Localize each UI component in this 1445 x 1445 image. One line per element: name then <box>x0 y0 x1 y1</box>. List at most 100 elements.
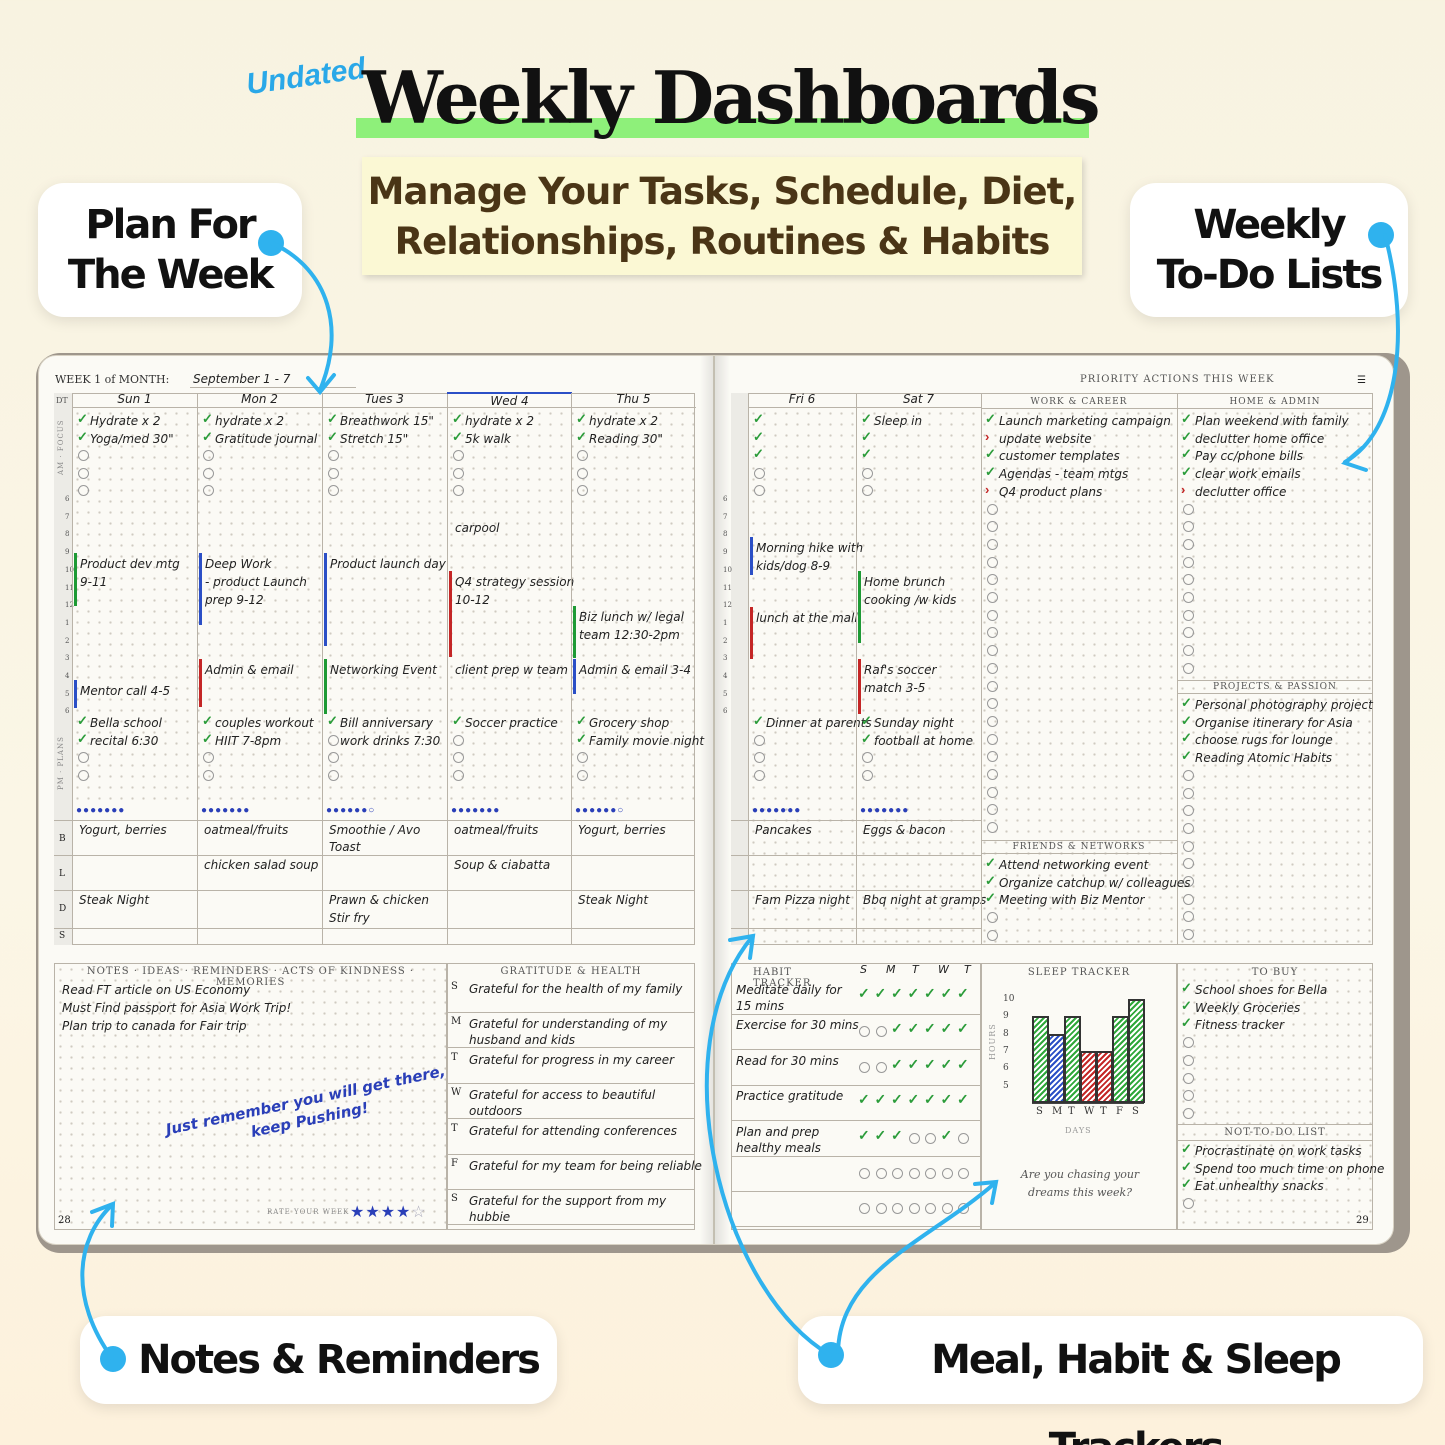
check-icon[interactable]: ✓ <box>1181 980 1192 995</box>
habit-check-icon[interactable]: ✓ <box>940 1091 953 1108</box>
water-drops-icon[interactable]: ●●●●●●○ <box>575 805 625 816</box>
checkbox-icon[interactable] <box>1183 769 1194 781</box>
checkbox-icon[interactable] <box>577 450 588 461</box>
habit-circle-icon[interactable] <box>908 1203 920 1215</box>
check-icon[interactable]: ✓ <box>576 428 587 444</box>
check-icon[interactable]: ✓ <box>985 890 996 906</box>
checkbox-icon[interactable] <box>1183 592 1194 603</box>
habit-circle-icon[interactable] <box>908 1168 920 1179</box>
checkbox-icon[interactable] <box>754 752 765 763</box>
day-header[interactable]: Wed 4 <box>447 392 572 408</box>
check-icon[interactable]: ✓ <box>576 713 587 728</box>
checkbox-icon[interactable] <box>1183 662 1194 674</box>
check-icon[interactable]: ✓ <box>1181 997 1192 1013</box>
checkbox-icon[interactable] <box>1183 1107 1194 1119</box>
habit-check-icon[interactable]: ✓ <box>940 985 953 1001</box>
check-icon[interactable]: ✓ <box>753 713 764 728</box>
water-drops-icon[interactable]: ●●●●●●● <box>451 805 501 816</box>
check-icon[interactable]: ✓ <box>202 428 213 444</box>
habit-check-icon[interactable]: ✓ <box>891 1055 903 1072</box>
checkbox-icon[interactable] <box>1183 1054 1194 1066</box>
habit-check-icon[interactable]: ✓ <box>940 1055 953 1072</box>
check-icon[interactable]: ✓ <box>861 428 872 444</box>
checkbox-icon[interactable] <box>577 485 588 496</box>
habit-check-icon[interactable]: ✓ <box>891 1020 903 1037</box>
checkbox-icon[interactable] <box>1183 556 1194 568</box>
check-icon[interactable]: ✓ <box>1181 712 1192 728</box>
checkbox-icon[interactable] <box>1183 645 1194 657</box>
checkbox-icon[interactable] <box>987 645 998 657</box>
checkbox-icon[interactable] <box>987 574 998 586</box>
checkbox-icon[interactable] <box>1183 521 1194 533</box>
check-icon[interactable]: ✓ <box>861 446 872 461</box>
water-drops-icon[interactable]: ●●●●●●● <box>752 805 802 816</box>
checkbox-icon[interactable] <box>754 734 765 746</box>
habit-check-icon[interactable]: ✓ <box>907 1020 920 1037</box>
checkbox-icon[interactable] <box>987 733 998 745</box>
checkbox-icon[interactable] <box>453 752 464 763</box>
habit-check-icon[interactable]: ✓ <box>924 1020 936 1037</box>
habit-circle-icon[interactable] <box>859 1026 870 1038</box>
checkbox-icon[interactable] <box>328 769 339 781</box>
star-icon[interactable]: ☆ <box>411 1204 427 1221</box>
checkbox-icon[interactable] <box>577 752 588 763</box>
checkbox-icon[interactable] <box>577 769 588 781</box>
habit-check-icon[interactable]: ✓ <box>891 1126 903 1143</box>
checkbox-icon[interactable] <box>987 769 998 780</box>
habit-check-icon[interactable]: ✓ <box>874 1126 887 1143</box>
arrow-right-icon[interactable]: › <box>1181 481 1186 497</box>
checkbox-icon[interactable] <box>453 467 464 479</box>
habit-circle-icon[interactable] <box>875 1203 887 1215</box>
checkbox-icon[interactable] <box>1183 503 1194 515</box>
day-header[interactable]: Sat 7 <box>856 392 981 408</box>
checkbox-icon[interactable] <box>987 786 998 798</box>
habit-circle-icon[interactable] <box>875 1168 887 1179</box>
checkbox-icon[interactable] <box>203 769 214 781</box>
check-icon[interactable]: ✓ <box>985 872 996 888</box>
star-icon[interactable]: ★ <box>365 1204 381 1221</box>
checkbox-icon[interactable] <box>328 752 339 763</box>
checkbox-icon[interactable] <box>987 609 998 621</box>
checkbox-icon[interactable] <box>987 698 998 710</box>
check-icon[interactable]: ✓ <box>1181 730 1192 746</box>
checkbox-icon[interactable] <box>203 467 214 479</box>
checkbox-icon[interactable] <box>453 734 464 746</box>
check-icon[interactable]: ✓ <box>753 411 764 426</box>
checkbox-icon[interactable] <box>987 912 998 924</box>
checkbox-icon[interactable] <box>1183 929 1194 941</box>
checkbox-icon[interactable] <box>577 467 588 479</box>
checkbox-icon[interactable] <box>78 485 89 496</box>
check-icon[interactable]: ✓ <box>1181 748 1192 764</box>
checkbox-icon[interactable] <box>78 752 89 763</box>
checkbox-icon[interactable] <box>1183 858 1194 870</box>
habit-check-icon[interactable]: ✓ <box>957 1020 969 1037</box>
habit-circle-icon[interactable] <box>925 1168 936 1179</box>
habit-check-icon[interactable]: ✓ <box>891 985 903 1001</box>
habit-check-icon[interactable]: ✓ <box>924 1055 936 1072</box>
checkbox-icon[interactable] <box>987 521 998 533</box>
arrow-right-icon[interactable]: › <box>985 481 990 497</box>
day-header[interactable]: Fri 6 <box>748 392 856 408</box>
water-drops-icon[interactable]: ●●●●●●○ <box>326 805 376 816</box>
check-icon[interactable]: ✓ <box>753 428 764 444</box>
check-icon[interactable]: ✓ <box>77 411 88 426</box>
checkbox-icon[interactable] <box>987 929 998 941</box>
habit-check-icon[interactable]: ✓ <box>907 985 920 1001</box>
habit-circle-icon[interactable] <box>958 1168 969 1179</box>
check-icon[interactable]: ✓ <box>1181 411 1192 426</box>
checkbox-icon[interactable] <box>1183 1198 1194 1210</box>
habit-circle-icon[interactable] <box>859 1061 870 1073</box>
checkbox-icon[interactable] <box>1183 840 1194 852</box>
checkbox-icon[interactable] <box>987 715 998 727</box>
checkbox-icon[interactable] <box>1183 574 1194 586</box>
day-header[interactable]: Sun 1 <box>72 392 197 408</box>
habit-check-icon[interactable]: ✓ <box>957 985 969 1001</box>
habit-check-icon[interactable]: ✓ <box>940 1020 953 1037</box>
checkbox-icon[interactable] <box>1183 822 1194 834</box>
checkbox-icon[interactable] <box>1183 911 1194 923</box>
checkbox-icon[interactable] <box>987 538 998 550</box>
habit-check-icon[interactable]: ✓ <box>957 1055 969 1072</box>
checkbox-icon[interactable] <box>987 822 998 834</box>
check-icon[interactable]: ✓ <box>1181 1141 1192 1156</box>
habit-check-icon[interactable]: ✓ <box>891 1091 903 1108</box>
